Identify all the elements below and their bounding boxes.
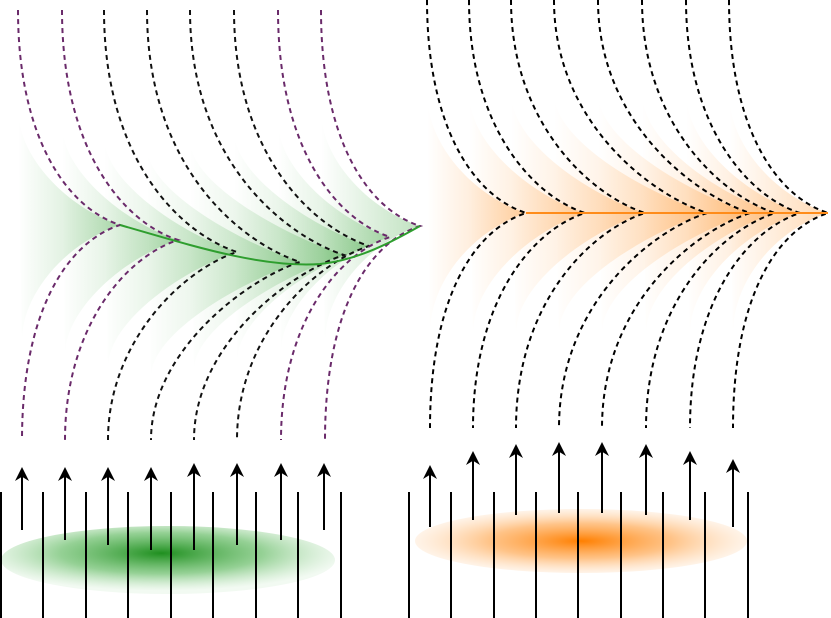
- right-curve-3: [510, 0, 649, 429]
- right-arrows: [423, 442, 740, 527]
- left-curve-2: [61, 9, 182, 441]
- right-curve-8: [728, 0, 831, 429]
- right-blob: [415, 509, 747, 573]
- right-curve-6: [641, 0, 779, 429]
- left-curve-7: [277, 9, 394, 441]
- right-curve-2: [468, 0, 589, 429]
- left-arrows: [15, 463, 331, 550]
- right-vertical-lines: [408, 492, 749, 618]
- left-curve-3: [103, 9, 241, 441]
- left-centerline: [119, 224, 421, 266]
- left-blob: [1, 526, 335, 594]
- left-panel-gradient-fills: [18, 110, 420, 377]
- right-curve-5: [597, 0, 754, 429]
- centerlines: [119, 212, 828, 266]
- left-fill-8: [321, 111, 420, 341]
- bottom-row: [0, 442, 749, 618]
- left-curve-5: [189, 9, 348, 441]
- right-curve-1: [426, 0, 530, 429]
- left-vertical-lines: [0, 492, 342, 618]
